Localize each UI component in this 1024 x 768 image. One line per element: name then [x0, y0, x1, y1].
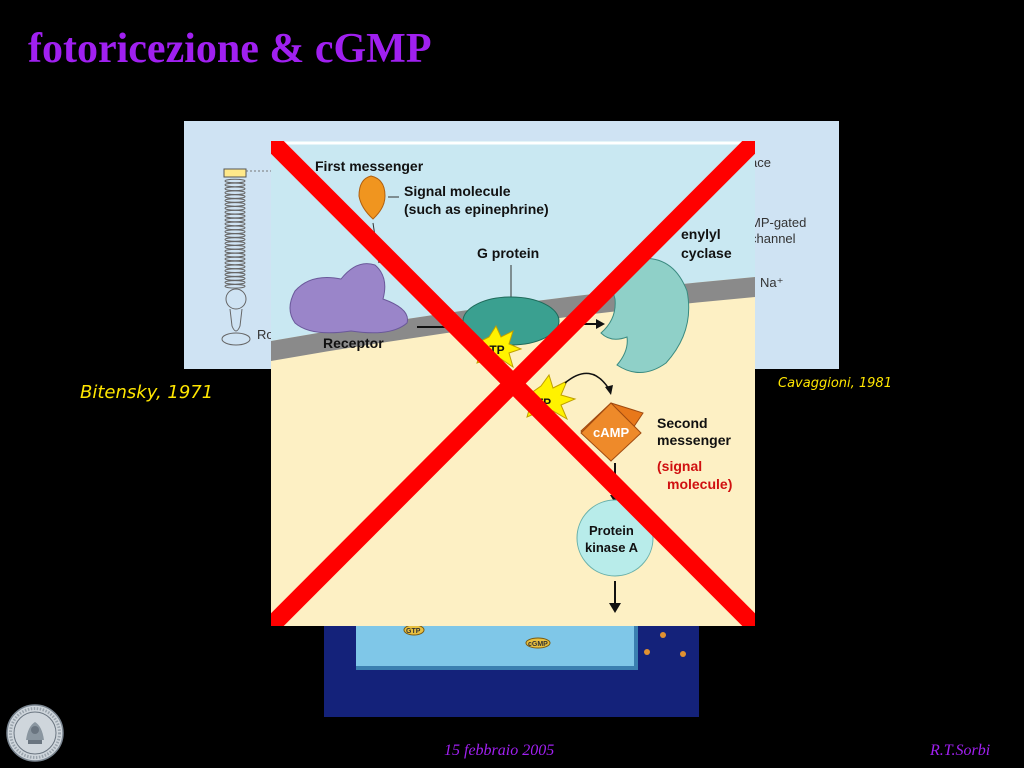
- ion-dot: [680, 651, 686, 657]
- signal-molecule-label: Signal molecule: [404, 183, 511, 199]
- extracellular-area: [271, 141, 755, 341]
- first-messenger-label: First messenger: [315, 158, 424, 174]
- signal-molecule-sublabel: (such as epinephrine): [404, 201, 549, 217]
- cgmp-marker: [525, 637, 551, 649]
- cross-line-2: [271, 141, 755, 626]
- channel-label-1: MP-gated: [750, 215, 806, 230]
- citation-right: Cavaggioni, 1981: [778, 376, 892, 391]
- ion-dot: [644, 649, 650, 655]
- footer-author: R.T.Sorbi: [930, 742, 991, 759]
- rod-label: Ro: [257, 327, 274, 342]
- channel-label-2: channel: [750, 231, 796, 246]
- citation-left: Bitensky, 1971: [80, 382, 214, 403]
- receptor-icon: [289, 263, 408, 334]
- protein-kinase-label: Protein: [589, 523, 634, 538]
- g-protein-label: G protein: [477, 245, 539, 261]
- surface-label: ace: [750, 155, 771, 170]
- footer-date: 15 febbraio 2005: [444, 742, 555, 759]
- gtp-label: GTP: [406, 628, 421, 635]
- university-seal-logo: [6, 704, 64, 762]
- protein-kinase-a-icon: [576, 499, 654, 577]
- camp-label: cAMP: [593, 425, 629, 440]
- ion-label: Na⁺: [760, 275, 783, 290]
- second-messenger-label-2: messenger: [657, 432, 731, 448]
- protein-kinase-label-2: kinase A: [585, 540, 639, 555]
- adenylyl-cyclase-label-2: cyclase: [681, 245, 732, 261]
- rod-cell-drawing: [221, 168, 274, 346]
- adenylyl-cyclase-label: enylyl: [681, 226, 721, 242]
- rod-disc: [224, 284, 246, 289]
- ion-dot: [660, 632, 666, 638]
- signal-molecule-icon: [358, 175, 386, 220]
- receptor-label: Receptor: [323, 335, 384, 351]
- signaling-diagram: First messenger Signal molecule (such as…: [271, 141, 755, 626]
- signal-molecule-red-label: (signal: [657, 458, 702, 474]
- cgmp-label: cGMP: [528, 641, 548, 648]
- adenylyl-cyclase-icon: [600, 257, 690, 373]
- signal-molecule-red-label-2: molecule): [667, 476, 732, 492]
- slide-title: fotoricezione & cGMP: [28, 26, 432, 72]
- second-messenger-label: Second: [657, 415, 708, 431]
